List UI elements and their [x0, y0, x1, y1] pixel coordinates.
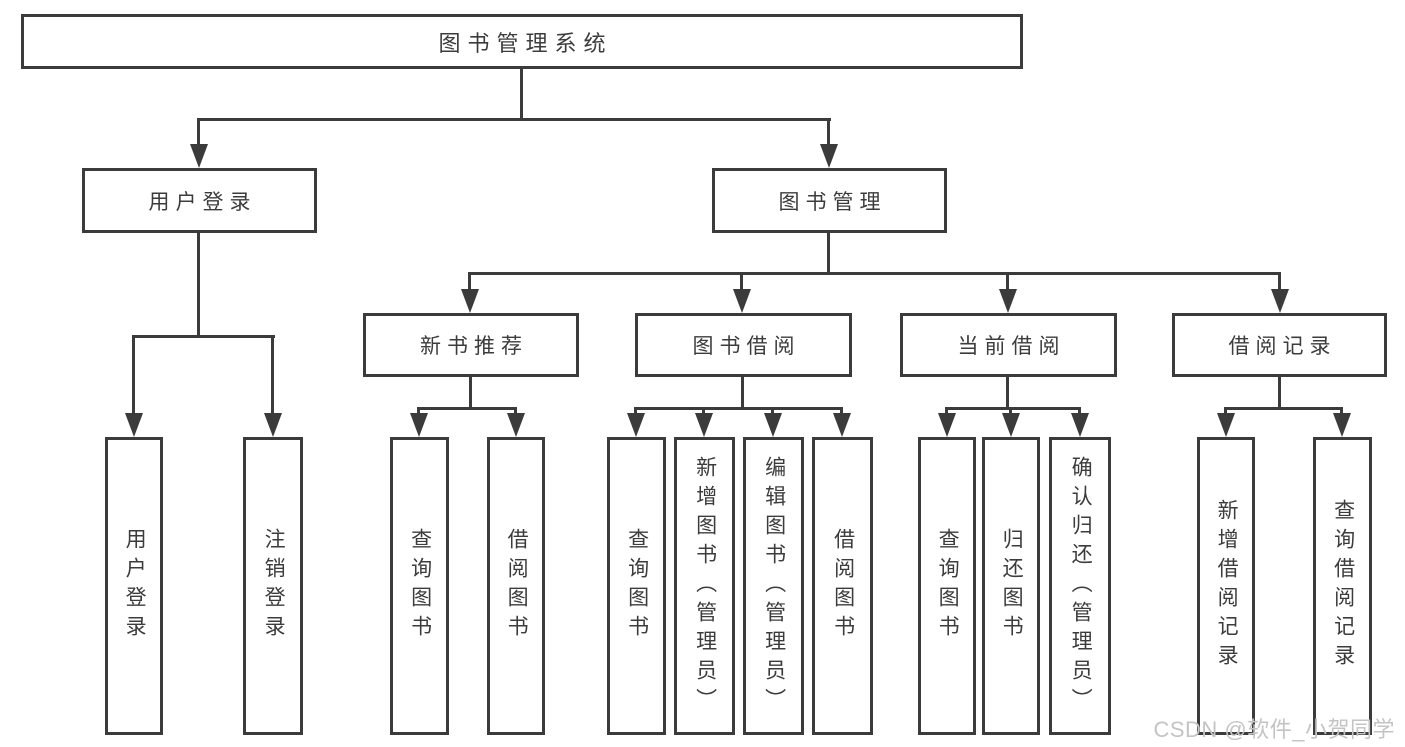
leaf-confirm-return-admin: 确认归还（管理员） [1049, 437, 1111, 735]
connector-borrowing-vertical [741, 375, 744, 407]
connector-recommend-horizontal [417, 407, 517, 410]
leaf-user-login: 用户登录 [105, 437, 163, 735]
leaf-borrow-books-recommend: 借阅图书 [487, 437, 545, 735]
arrow-borrowing-edit [763, 407, 782, 437]
arrow-to-book-borrowing [732, 272, 751, 313]
arrow-borrowing-add [694, 407, 713, 437]
leaf-borrow-books-recommend-label: 借阅图书 [505, 528, 529, 644]
arrow-to-leaf-logout [263, 335, 282, 437]
leaf-query-borrow-record: 查询借阅记录 [1313, 437, 1372, 735]
connector-records-horizontal [1224, 407, 1343, 410]
connector-recommend-vertical [469, 375, 472, 407]
leaf-edit-book-admin: 编辑图书（管理员） [743, 437, 804, 735]
leaf-logout: 注销登录 [243, 437, 303, 735]
leaf-edit-book-admin-label: 编辑图书（管理员） [762, 455, 786, 717]
node-book-borrowing: 图书借阅 [635, 313, 852, 377]
arrow-records-query [1332, 407, 1351, 437]
leaf-query-borrow-record-label: 查询借阅记录 [1331, 499, 1355, 673]
arrow-borrowing-borrow [832, 407, 851, 437]
csdn-watermark: CSDN @软件_小贺同学 [1153, 717, 1395, 742]
leaf-return-book: 归还图书 [982, 437, 1040, 735]
leaf-return-book-label: 归还图书 [1000, 528, 1024, 644]
leaf-borrow-books-borrowing: 借阅图书 [812, 437, 873, 735]
connector-root-vertical [520, 67, 523, 118]
leaf-add-book-admin: 新增图书（管理员） [674, 437, 735, 735]
leaf-query-books-current: 查询图书 [918, 437, 976, 735]
connector-user-horizontal [132, 335, 275, 338]
arrow-to-new-book-recommend [460, 272, 479, 313]
connector-borrowing-horizontal [634, 407, 843, 410]
leaf-user-login-label: 用户登录 [123, 528, 147, 644]
node-library-system: 图书管理系统 [21, 14, 1023, 69]
leaf-borrow-books-borrowing-label: 借阅图书 [831, 528, 855, 644]
leaf-query-books-borrowing-label: 查询图书 [625, 528, 649, 644]
leaf-logout-label: 注销登录 [262, 528, 286, 644]
arrow-to-user-login [189, 118, 208, 168]
arrow-to-leaf-user-login [124, 335, 143, 437]
arrow-to-borrow-records [1270, 272, 1289, 313]
arrow-current-confirm [1070, 407, 1089, 437]
leaf-add-borrow-record-label: 新增借阅记录 [1215, 499, 1239, 673]
node-current-borrowing: 当前借阅 [900, 313, 1117, 377]
leaf-query-books-current-label: 查询图书 [936, 528, 960, 644]
arrow-current-query [937, 407, 956, 437]
leaf-query-books-recommend: 查询图书 [390, 437, 449, 735]
node-book-management: 图书管理 [712, 168, 947, 233]
leaf-add-book-admin-label: 新增图书（管理员） [693, 455, 717, 717]
connector-current-vertical [1006, 375, 1009, 407]
connector-user-vertical [197, 233, 200, 335]
node-new-book-recommend: 新书推荐 [363, 313, 579, 377]
connector-root-horizontal [198, 118, 831, 121]
connector-mgmt-horizontal [469, 272, 1281, 275]
leaf-query-books-recommend-label: 查询图书 [408, 528, 432, 644]
connector-mgmt-vertical [827, 233, 830, 272]
leaf-add-borrow-record: 新增借阅记录 [1197, 437, 1255, 735]
node-user-login: 用户登录 [82, 168, 317, 233]
leaf-confirm-return-admin-label: 确认归还（管理员） [1069, 455, 1093, 717]
arrow-borrowing-query [626, 407, 645, 437]
arrow-records-add [1216, 407, 1235, 437]
arrow-to-book-management [819, 118, 838, 168]
arrow-current-return [1001, 407, 1020, 437]
node-borrow-records: 借阅记录 [1172, 313, 1387, 377]
connector-current-horizontal [945, 407, 1081, 410]
arrow-recommend-borrow [506, 407, 525, 437]
connector-records-vertical [1278, 375, 1281, 407]
leaf-query-books-borrowing: 查询图书 [607, 437, 666, 735]
arrow-to-current-borrowing [998, 272, 1017, 313]
arrow-recommend-query [409, 407, 428, 437]
